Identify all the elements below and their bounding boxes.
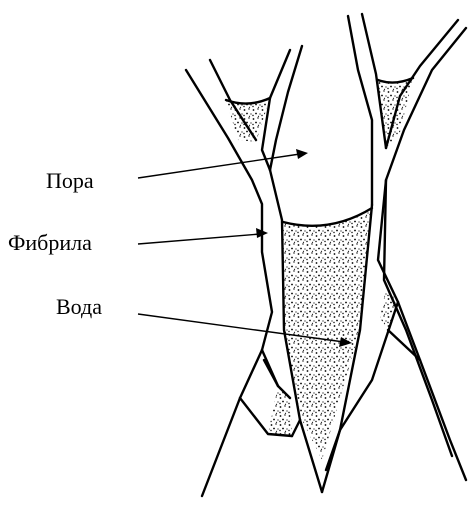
label-fibril: Фибрила [8, 232, 92, 254]
arrow-fibril [138, 234, 260, 244]
arrow-pore [138, 154, 300, 178]
arrowhead-pore-icon [296, 149, 308, 159]
label-water: Вода [56, 296, 102, 318]
label-pore: Пора [46, 170, 94, 192]
water-bottom-left [268, 386, 292, 436]
